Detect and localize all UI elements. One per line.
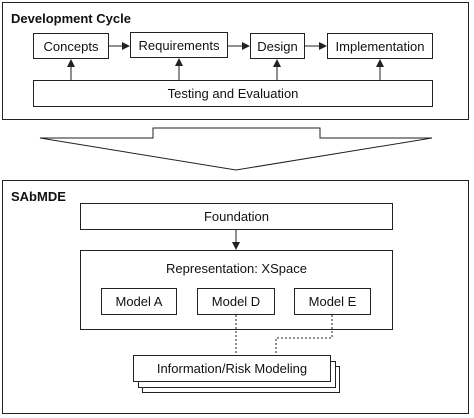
development-cycle-title: Development Cycle: [11, 11, 131, 26]
foundation-box: Foundation: [80, 203, 393, 230]
implementation-box: Implementation: [327, 33, 433, 59]
model-e-box: Model E: [294, 288, 371, 315]
testing-evaluation-box: Testing and Evaluation: [33, 80, 433, 107]
design-box: Design: [250, 33, 305, 59]
info-risk-modeling-box: Information/Risk Modeling: [133, 355, 331, 382]
model-d-box: Model D: [197, 288, 275, 315]
model-e-to-info-risk-link: [275, 315, 333, 355]
transition-chevron-arrow: [39, 127, 433, 171]
model-a-box: Model A: [101, 288, 177, 315]
sabmde-title: SAbMDE: [11, 189, 66, 204]
requirements-box: Requirements: [130, 32, 228, 58]
concepts-box: Concepts: [33, 33, 109, 59]
representation-label: Representation: XSpace: [166, 261, 307, 276]
